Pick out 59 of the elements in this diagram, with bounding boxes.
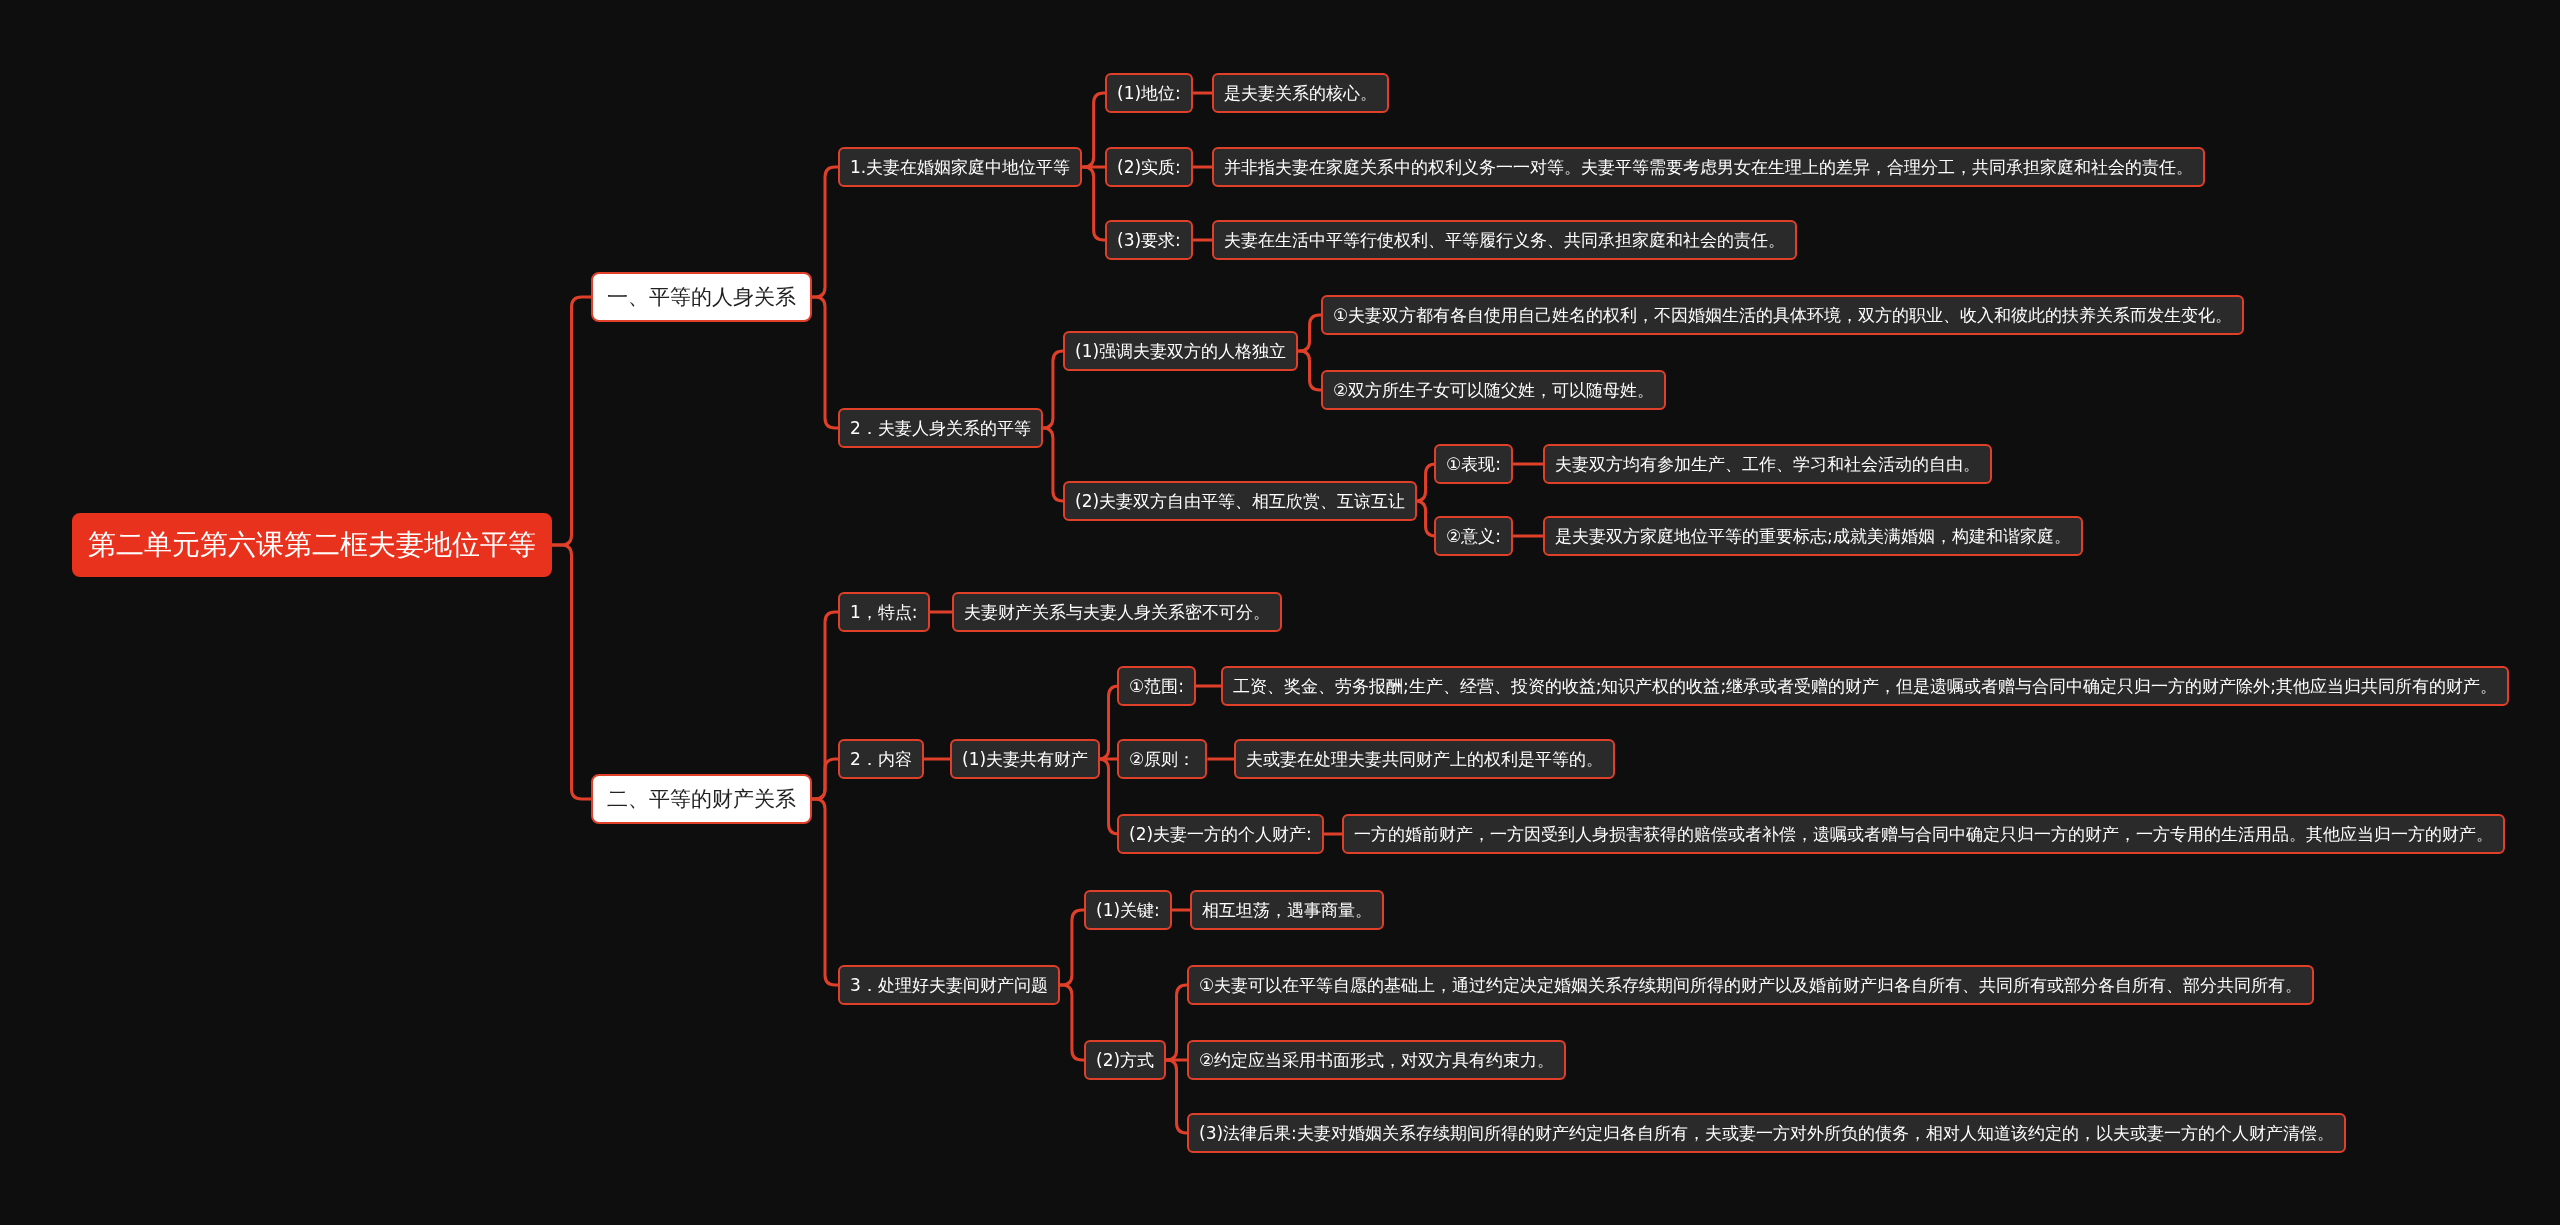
- connector-line: [1323, 832, 1342, 836]
- root-topic: 第二单元第六课第二框夫妻地位平等: [72, 513, 552, 577]
- subtopic-box: 1.夫妻在婚姻家庭中地位平等: [838, 147, 1083, 187]
- subtopic-box: (1)地位:: [1105, 73, 1193, 113]
- subtopic-box: ②双方所生子女可以随父姓，可以随母姓。: [1321, 370, 1667, 410]
- connector-line: [812, 757, 838, 801]
- branch-topic: 一、平等的人身关系: [591, 272, 812, 322]
- subtopic-box: 2．内容: [838, 739, 924, 779]
- connector-line: [1171, 908, 1190, 912]
- subtopic-box: ②意义:: [1434, 516, 1513, 556]
- connector-line: [1082, 165, 1106, 242]
- subtopic-box: 并非指夫妻在家庭关系中的权利义务一一对等。夫妻平等需要考虑男女在生理上的差异，合理分工，共同承担家庭和社会的责任。: [1212, 147, 2205, 187]
- connector-line: [1082, 91, 1106, 169]
- subtopic-box: (1)强调夫妻双方的人格独立: [1063, 331, 1299, 371]
- subtopic-box: (2)夫妻一方的个人财产:: [1117, 814, 1324, 854]
- subtopic-box: ①表现:: [1434, 444, 1513, 484]
- connector-line: [1298, 349, 1322, 392]
- subtopic-box: ①夫妻双方都有各自使用自己姓名的权利，不因婚姻生活的具体环境，双方的职业、收入和彼此的扶养关系而发生变化。: [1321, 295, 2245, 335]
- connector-line: [1192, 165, 1212, 169]
- subtopic-box: (1)关键:: [1084, 890, 1172, 930]
- connector-line: [1041, 426, 1065, 503]
- subtopic-box: (3)要求:: [1105, 220, 1193, 260]
- subtopic-box: 1，特点:: [838, 592, 930, 632]
- subtopic-box: 是夫妻双方家庭地位平等的重要标志;成就美满婚姻，构建和谐家庭。: [1543, 516, 2083, 556]
- subtopic-box: 夫妻双方均有参加生产、工作、学习和社会活动的自由。: [1543, 444, 1992, 484]
- connector-line: [1207, 757, 1234, 761]
- subtopic-box: (1)夫妻共有财产: [950, 739, 1101, 779]
- subtopic-box: ②原则：: [1117, 739, 1208, 779]
- connector-line: [1165, 1058, 1189, 1135]
- subtopic-box: 一方的婚前财产，一方因受到人身损害获得的赔偿或者补偿，遗嘱或者赠与合同中确定只归一方的财产，一方专用的生活用品。其他应当归一方的财产。: [1342, 814, 2505, 854]
- subtopic-box: (2)方式: [1084, 1040, 1167, 1080]
- connector-line: [1512, 534, 1543, 538]
- subtopic-box: 夫或妻在处理夫妻共同财产上的权利是平等的。: [1234, 739, 1615, 779]
- subtopic-box: ①范围:: [1117, 666, 1196, 706]
- connector-line: [923, 757, 950, 761]
- connector-line: [1512, 462, 1543, 466]
- connector-line: [552, 543, 591, 801]
- subtopic-box: 相互坦荡，遇事商量。: [1190, 890, 1384, 930]
- connector-line: [1059, 983, 1085, 1062]
- subtopic-box: (2)实质:: [1105, 147, 1193, 187]
- subtopic-box: 是夫妻关系的核心。: [1212, 73, 1389, 113]
- subtopic-box: 2．夫妻人身关系的平等: [838, 408, 1043, 448]
- subtopic-box: ①夫妻可以在平等自愿的基础上，通过约定决定婚姻关系存续期间所得的财产以及婚前财产归各自所有、共同所有或部分各自所有、部分共同所有。: [1187, 965, 2315, 1005]
- connector-line: [1165, 983, 1189, 1062]
- connector-line: [929, 610, 952, 614]
- subtopic-box: 夫妻财产关系与夫妻人身关系密不可分。: [952, 592, 1282, 632]
- connector-line: [1192, 238, 1212, 242]
- subtopic-box: 3．处理好夫妻间财产问题: [838, 965, 1060, 1005]
- connector-line: [1041, 349, 1065, 430]
- connector-line: [1195, 684, 1221, 688]
- subtopic-box: ②约定应当采用书面形式，对双方具有约束力。: [1187, 1040, 1567, 1080]
- subtopic-box: 工资、奖金、劳务报酬;生产、经营、投资的收益;知识产权的收益;继承或者受赠的财产，但是遗嘱或者赠与合同中确定只归一方的财产除外;其他应当归共同所有的财产。: [1221, 666, 2509, 706]
- subtopic-box: (3)法律后果:夫妻对婚姻关系存续期间所得的财产约定归各自所有，夫或妻一方对外所负的债务，相对人知道该约定的，以夫或妻一方的个人财产清偿。: [1187, 1113, 2346, 1153]
- connector-line: [1298, 313, 1322, 353]
- subtopic-box: 夫妻在生活中平等行使权利、平等履行义务、共同承担家庭和社会的责任。: [1212, 220, 1797, 260]
- branch-topic: 二、平等的财产关系: [591, 774, 812, 824]
- connector-line: [1059, 908, 1085, 987]
- subtopic-box: (2)夫妻双方自由平等、相互欣赏、互谅互让: [1063, 481, 1418, 521]
- connector-line: [1192, 91, 1212, 95]
